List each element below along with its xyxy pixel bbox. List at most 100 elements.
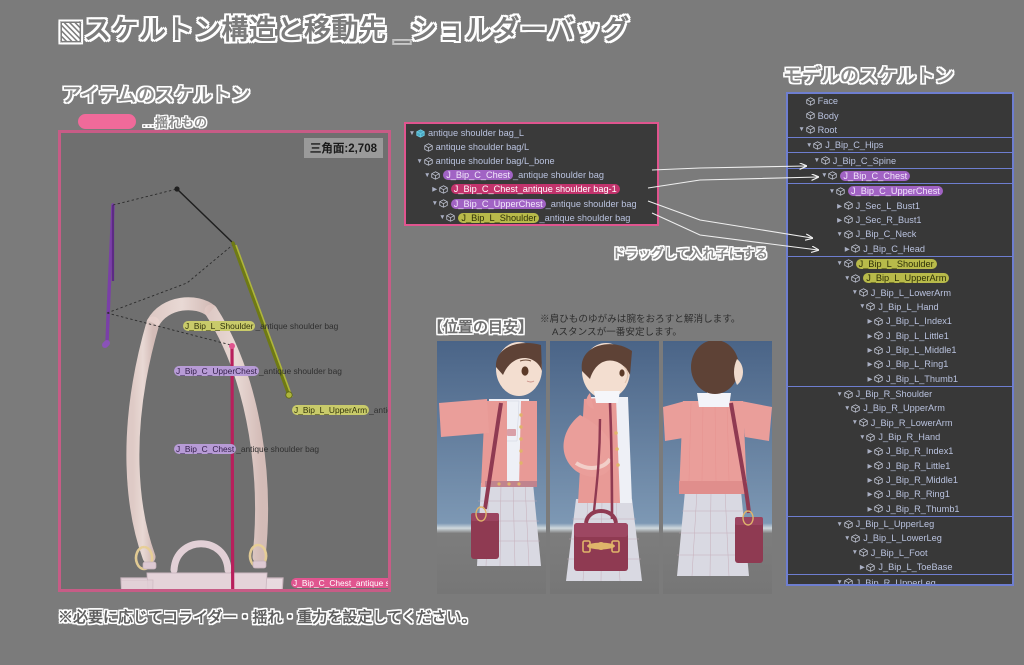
chevron-down-icon[interactable]: ▼	[408, 129, 416, 137]
hierarchy-row[interactable]: ▶ J_Bip_L_Little1	[788, 329, 1012, 343]
hierarchy-row[interactable]: ▼J_Bip_R_UpperArm	[788, 401, 1012, 415]
hierarchy-row[interactable]: ▼J_Bip_L_LowerLeg	[788, 531, 1012, 545]
row-separator	[788, 255, 1012, 257]
cube-icon	[874, 461, 883, 470]
hierarchy-row[interactable]: ▶J_Bip_R_Middle1	[788, 473, 1012, 487]
cube-icon	[843, 578, 853, 584]
chevron-right-icon[interactable]: ▶	[867, 462, 873, 470]
hierarchy-row[interactable]: ▶J_Bip_L_Thumb1	[788, 372, 1012, 386]
chevron-down-icon[interactable]: ▼	[813, 157, 821, 165]
chevron-down-icon[interactable]: ▼	[821, 172, 828, 180]
hierarchy-row[interactable]: ▶J_Bip_C_Head	[788, 241, 1012, 255]
hierarchy-row[interactable]: ▼J_Bip_L_Shoulder	[788, 257, 1012, 271]
chevron-down-icon[interactable]: ▼	[851, 289, 859, 297]
model-hierarchy-panel[interactable]: ▶Face▶Body▼Root▼J_Bip_C_Hips▼J_Bip_C_Spi…	[786, 92, 1014, 586]
chevron-right-icon[interactable]: ▶	[867, 347, 873, 355]
hierarchy-row[interactable]: ▶J_Bip_R_Thumb1	[788, 502, 1012, 516]
preview-shots	[437, 341, 772, 594]
chevron-down-icon[interactable]: ▼	[859, 433, 866, 441]
hierarchy-row[interactable]: ▼J_Bip_L_Shoulder_antique shoulder bag	[406, 211, 657, 224]
chevron-down-icon[interactable]: ▼	[851, 549, 859, 557]
chevron-down-icon[interactable]: ▼	[423, 171, 431, 179]
hierarchy-row[interactable]: ▶Body	[788, 108, 1012, 122]
hierarchy-row[interactable]: ▶antique shoulder bag/L	[406, 140, 657, 154]
bag-render	[102, 186, 293, 589]
chevron-right-icon[interactable]: ▶	[432, 186, 438, 194]
hierarchy-row[interactable]: ▼J_Bip_C_Neck	[788, 227, 1012, 241]
chevron-right-icon[interactable]: ▶	[867, 491, 873, 499]
hierarchy-row[interactable]: ▼J_Bip_C_UpperChest_antique shoulder bag	[406, 196, 657, 210]
hierarchy-row[interactable]: ▼J_Bip_R_Shoulder	[788, 387, 1012, 401]
chevron-right-icon[interactable]: ▶	[867, 505, 873, 513]
cube-icon	[851, 244, 860, 253]
bone-label: J_Bip_C_Chest_antique shoulder bag	[174, 444, 319, 455]
preview-note-line2: Aスタンスが一番安定します。	[552, 327, 682, 338]
hierarchy-row[interactable]: ▶J_Bip_L_Ring1	[788, 357, 1012, 371]
hierarchy-row[interactable]: ▶J_Bip_L_UpperArm_antique shoulder bag	[406, 225, 657, 226]
chevron-right-icon[interactable]: ▶	[844, 245, 850, 253]
item-3d-viewport[interactable]: 三角面:2,708 J_Bip_L_Shoulder_antique shoul…	[58, 130, 391, 592]
chevron-down-icon[interactable]: ▼	[798, 126, 805, 134]
hierarchy-row[interactable]: ▼J_Bip_L_Hand	[788, 300, 1012, 314]
hierarchy-row[interactable]: ▶J_Bip_R_Index1	[788, 444, 1012, 458]
chevron-right-icon[interactable]: ▶	[867, 332, 873, 340]
cube-icon	[859, 548, 868, 557]
item-hierarchy-panel[interactable]: ▼antique shoulder bag_L▶antique shoulder…	[404, 122, 659, 226]
hierarchy-row[interactable]: ▶J_Sec_L_Bust1	[788, 198, 1012, 212]
chevron-down-icon[interactable]: ▼	[828, 187, 836, 195]
hierarchy-row[interactable]: ▶J_Bip_R_Little1	[788, 459, 1012, 473]
hierarchy-row[interactable]: ▼J_Bip_R_Hand	[788, 430, 1012, 444]
hierarchy-row[interactable]: ▶ J_Bip_R_Ring1	[788, 487, 1012, 501]
chevron-down-icon[interactable]: ▼	[431, 200, 439, 208]
chevron-right-icon[interactable]: ▶	[867, 477, 873, 485]
hierarchy-row-label: J_Bip_R_Ring1	[886, 489, 950, 500]
chevron-right-icon[interactable]: ▶	[867, 318, 873, 326]
hierarchy-row[interactable]: ▼J_Bip_R_UpperLeg	[788, 575, 1012, 586]
cube-icon	[843, 389, 853, 399]
bone-label: J_Bip_C_Chest_antique shoulder bag-1	[291, 578, 388, 589]
hierarchy-row-label: J_Bip_L_Little1	[886, 330, 949, 341]
hierarchy-row[interactable]: ▼J_Bip_L_Foot	[788, 546, 1012, 560]
chevron-right-icon[interactable]: ▶	[867, 448, 873, 456]
hierarchy-row[interactable]: ▶J_Bip_L_Middle1	[788, 343, 1012, 357]
chevron-down-icon[interactable]: ▼	[851, 419, 859, 427]
hierarchy-row-label: J_Bip_C_Spine	[832, 155, 897, 166]
hierarchy-row[interactable]: ▶J_Bip_L_Index1	[788, 314, 1012, 328]
hierarchy-row[interactable]: ▶J_Bip_C_Chest_antique shoulder bag-1	[406, 182, 657, 196]
hierarchy-row[interactable]: ▼antique shoulder bag_L	[406, 126, 657, 140]
hierarchy-row[interactable]: ▶J_Sec_R_Bust1	[788, 213, 1012, 227]
hierarchy-row[interactable]: ▼J_Bip_C_Chest_antique shoulder bag	[406, 168, 657, 182]
chevron-down-icon[interactable]: ▼	[836, 520, 843, 528]
item-skeleton-title: アイテムのスケルトン	[62, 85, 251, 106]
cube-icon	[821, 156, 830, 165]
chevron-down-icon[interactable]: ▼	[805, 141, 813, 149]
chevron-right-icon[interactable]: ▶	[837, 216, 843, 224]
hierarchy-row[interactable]: ▶J_Bip_L_ToeBase	[788, 560, 1012, 574]
chevron-right-icon[interactable]: ▶	[859, 564, 865, 572]
chevron-down-icon[interactable]: ▼	[836, 390, 843, 398]
hierarchy-row[interactable]: ▼ J_Bip_C_Spine	[788, 153, 1012, 167]
hierarchy-row[interactable]: ▼ J_Bip_R_LowerArm	[788, 416, 1012, 430]
hierarchy-row[interactable]: ▼J_Bip_L_LowerArm	[788, 285, 1012, 299]
hierarchy-row-label: J_Bip_R_LowerArm	[870, 417, 953, 428]
chevron-down-icon[interactable]: ▼	[439, 214, 446, 222]
hierarchy-row[interactable]: ▶Face	[788, 94, 1012, 108]
hierarchy-row[interactable]: ▼antique shoulder bag/L_bone	[406, 154, 657, 168]
chevron-down-icon[interactable]: ▼	[843, 534, 851, 542]
chevron-right-icon[interactable]: ▶	[867, 375, 873, 383]
chevron-down-icon[interactable]: ▼	[843, 274, 851, 282]
hierarchy-row[interactable]: ▼Root	[788, 123, 1012, 137]
chevron-right-icon[interactable]: ▶	[837, 202, 843, 210]
chevron-down-icon[interactable]: ▼	[836, 230, 843, 238]
chevron-right-icon[interactable]: ▶	[867, 361, 873, 369]
chevron-down-icon[interactable]: ▼	[836, 579, 843, 586]
hierarchy-row[interactable]: ▼J_Bip_C_UpperChest	[788, 184, 1012, 198]
chevron-down-icon[interactable]: ▼	[416, 157, 423, 165]
chevron-down-icon[interactable]: ▼	[836, 260, 843, 268]
hierarchy-row[interactable]: ▼J_Bip_L_UpperLeg	[788, 517, 1012, 531]
hierarchy-row[interactable]: ▼J_Bip_C_Hips	[788, 138, 1012, 152]
chevron-down-icon[interactable]: ▼	[843, 404, 851, 412]
chevron-down-icon[interactable]: ▼	[859, 303, 866, 311]
hierarchy-row[interactable]: ▼J_Bip_L_UpperArm	[788, 271, 1012, 285]
hierarchy-row[interactable]: ▼J_Bip_C_Chest	[788, 169, 1012, 183]
